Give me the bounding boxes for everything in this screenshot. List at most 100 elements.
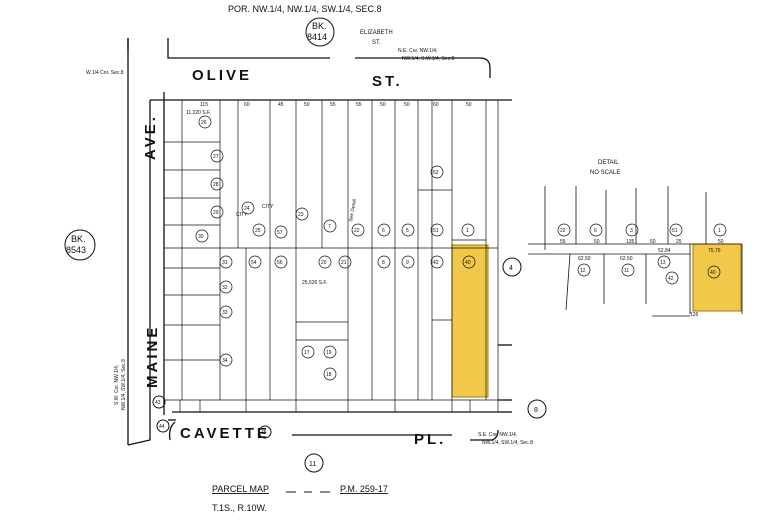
olive-street-label: OLIVE (192, 67, 252, 84)
dim-detail-62-50b: 62.50 (620, 256, 633, 262)
dim-detail-50: 50 (594, 239, 600, 245)
lot-9[interactable]: 9 (406, 260, 409, 266)
map-bubble-45[interactable] (258, 425, 272, 439)
book-bubble-left (64, 229, 96, 261)
dim-detail-50b: 50 (718, 239, 724, 245)
sw-corner-note-1: S.W. Cor. NW.1/4, (114, 365, 120, 405)
olive-street-suffix: ST. (372, 73, 403, 90)
ne-corner-note-1: N.E. Cor. NW.1/4, (398, 48, 437, 54)
lot-18[interactable]: 18 (326, 372, 332, 378)
map-bubble-45-label: 45 (261, 430, 267, 436)
lot-numbers-middle: 54 25 56 57 21 20 19 18 17 42 40 9 8 (248, 223, 476, 381)
ne-corner-note-2: NW.1/4, S.W.1/4, Sec.8 (402, 56, 454, 62)
lot-5[interactable]: 5 (406, 228, 409, 234)
dim-detail-75-76: 75.76 (708, 248, 721, 254)
area-label-2: 25,626 S.F. (302, 280, 327, 286)
see-detail-label: See Detail (348, 199, 358, 223)
detail-lot-12[interactable]: 12 (580, 268, 586, 274)
lot-7[interactable]: 7 (328, 224, 331, 230)
map-title: POR. NW.1/4, NW.1/4, SW.1/4, SEC.8 (228, 4, 382, 14)
lot-42[interactable]: 42 (433, 260, 439, 266)
lot-24[interactable]: 24 (244, 206, 250, 212)
dim-detail-126: 126 (690, 312, 699, 318)
lot-54[interactable]: 54 (251, 260, 257, 266)
lot-33[interactable]: 33 (222, 310, 228, 316)
detail-lot-11[interactable]: 11 (624, 268, 629, 274)
dim-detail-62-50a: 62.50 (578, 256, 591, 262)
sw-corner-note-2: NW.1/4, SW.1/4, Sec.8 (121, 359, 127, 410)
lot-17[interactable]: 17 (304, 350, 310, 356)
lot-8[interactable]: 8 (382, 260, 385, 266)
lot-28[interactable]: 28 (213, 182, 219, 188)
detail-lot-1[interactable]: 1 (718, 228, 721, 234)
parcel-lines (164, 100, 499, 412)
map-bubble-43-label: 43 (155, 400, 161, 406)
detail-dimensions: 55 50 135 62.50 62.50 25 52.84 75.76 50 … (560, 239, 724, 318)
lot-51[interactable]: 51 (433, 228, 439, 234)
map-bubble-4[interactable] (502, 257, 522, 277)
detail-subtitle: NO SCALE (590, 170, 620, 176)
dim-top-50b: 50 (404, 102, 410, 108)
lot-6[interactable]: 6 (382, 228, 385, 234)
area-label-1: 11,220 S.F. (186, 110, 211, 116)
city-label-1: CITY (236, 212, 248, 218)
lot-29[interactable]: 29 (213, 210, 219, 216)
lot-52[interactable]: 52 (433, 170, 439, 176)
lot-34[interactable]: 34 (222, 358, 228, 364)
dim-top-50: 50 (304, 102, 310, 108)
detail-lot-3[interactable]: 3 (630, 228, 633, 234)
township-range: T.1S., R.10W. (212, 503, 267, 513)
lot-22[interactable]: 22 (354, 228, 360, 234)
elizabeth-street-suffix: ST. (372, 40, 381, 46)
detail-lot-51[interactable]: 51 (672, 228, 678, 234)
dim-top-45: 45 (278, 102, 284, 108)
maine-avenue-suffix: AVE. (142, 114, 159, 160)
lot-23[interactable]: 23 (298, 212, 304, 218)
book-number-left: 8543 (66, 245, 86, 255)
w-quarter-note: W.1/4 Cor. Sec.8 (86, 70, 124, 76)
detail-block (528, 186, 743, 317)
map-bubble-11[interactable] (304, 453, 324, 473)
lot-31[interactable]: 31 (222, 260, 228, 266)
lot-21[interactable]: 21 (341, 260, 347, 266)
dim-top-55b: 55 (356, 102, 362, 108)
book-label-top: BK. (312, 21, 327, 31)
lot-19[interactable]: 19 (326, 350, 332, 356)
detail-lot-6[interactable]: 6 (594, 228, 597, 234)
lot-1[interactable]: 1 (466, 228, 469, 234)
parcel-map-label: PARCEL MAP (212, 484, 269, 494)
detail-lot-22[interactable]: 22 (560, 228, 566, 234)
lot-32[interactable]: 32 (222, 285, 228, 291)
lot-26[interactable]: 26 (201, 120, 207, 126)
lot-56[interactable]: 56 (277, 260, 283, 266)
lot-30[interactable]: 30 (198, 234, 204, 240)
detail-title: DETAIL (598, 160, 619, 166)
detail-lot-40[interactable]: 40 (710, 270, 716, 276)
dim-detail-55: 55 (560, 239, 566, 245)
top-dimensions: 115 60 45 50 55 55 50 50 60 50 (200, 102, 472, 108)
dim-top-115: 115 (200, 102, 208, 108)
map-bubble-8-label: 8 (534, 407, 538, 414)
highlighted-parcel-40[interactable] (451, 244, 489, 398)
maine-avenue-label: MAINE (144, 325, 161, 388)
map-bubble-44[interactable] (156, 419, 170, 433)
lot-20[interactable]: 20 (321, 260, 327, 266)
map-bubble-44-label: 44 (159, 424, 165, 430)
city-label-2: CITY (262, 204, 274, 210)
lot-25[interactable]: 25 (255, 228, 261, 234)
lot-40[interactable]: 40 (465, 260, 471, 266)
map-bubble-11-label: 11 (309, 461, 316, 468)
detail-lot-13[interactable]: 13 (660, 260, 666, 266)
dim-detail-135: 135 (626, 239, 635, 245)
lot-27[interactable]: 27 (213, 154, 219, 160)
map-bubble-43[interactable] (152, 395, 166, 409)
map-bubble-8[interactable] (527, 399, 547, 419)
lot-57[interactable]: 57 (277, 230, 283, 236)
dim-detail-50c: 50 (650, 239, 656, 245)
dim-detail-25: 25 (676, 239, 682, 245)
parcel-map-reference: P.M. 259-17 (340, 484, 388, 494)
book-number-top: 8414 (307, 32, 327, 42)
map-bubble-4-label: 4 (509, 265, 513, 272)
elizabeth-street-label: ELIZABETH (360, 30, 393, 36)
detail-lot-42[interactable]: 42 (668, 276, 674, 282)
